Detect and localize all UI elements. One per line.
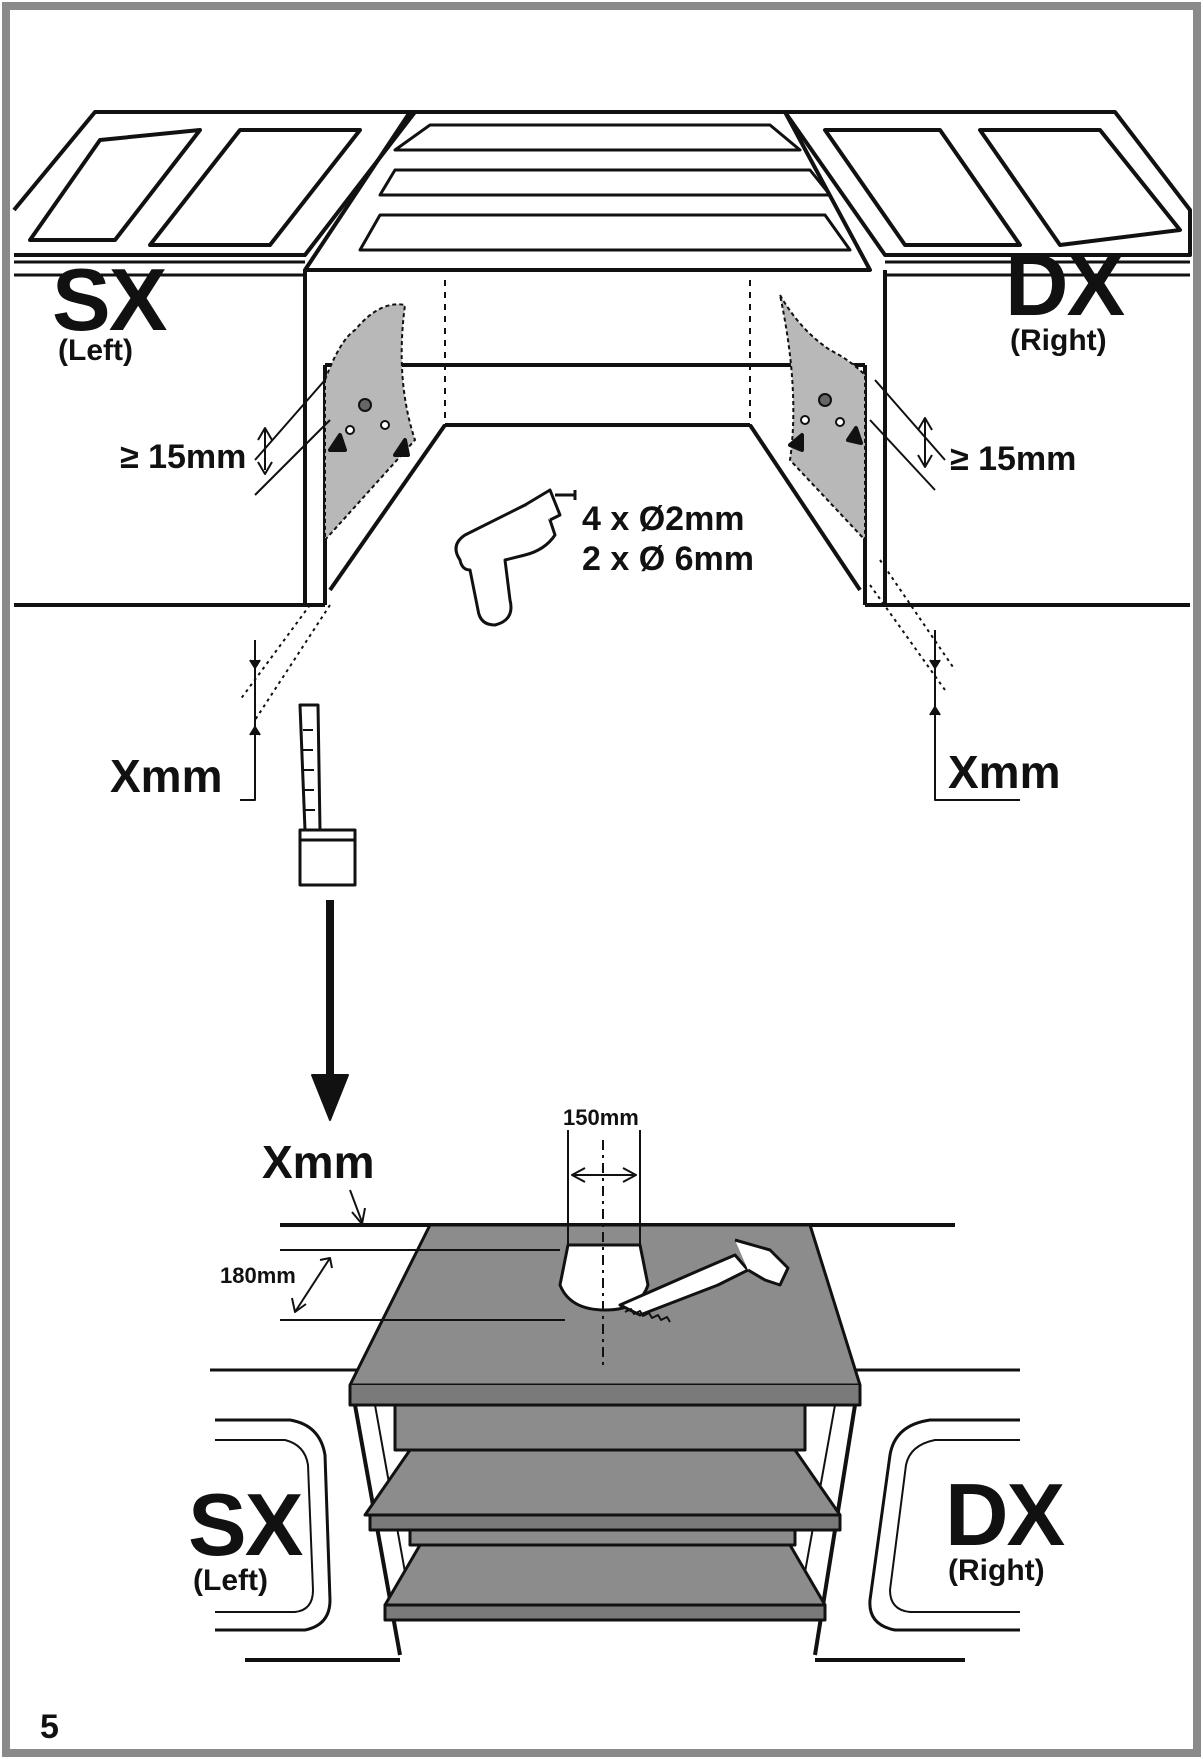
left-fixing-plate <box>324 303 416 541</box>
top-left-side-name: (Left) <box>58 334 133 367</box>
x-leader <box>349 1189 363 1223</box>
drill-icon <box>454 488 577 627</box>
top-illustration <box>12 110 1192 1121</box>
bottom-depth-label: 180mm <box>220 1263 296 1288</box>
bottom-left-side-code: SX <box>188 1475 303 1574</box>
top-min-offset-right: ≥ 15mm <box>950 440 1076 478</box>
oven-cavity-top <box>303 110 872 272</box>
jigsaw-icon <box>618 1238 790 1323</box>
bottom-left-side-name: (Left) <box>193 1564 268 1597</box>
bottom-right-side-name: (Right) <box>948 1554 1045 1587</box>
top-left-side-code: SX <box>52 250 167 349</box>
right-cabinet-doors <box>783 110 1192 277</box>
depth-dimension <box>280 1249 565 1321</box>
right-xmm-projection <box>869 559 1020 801</box>
top-min-offset-left: ≥ 15mm <box>120 438 246 476</box>
left-door-profile <box>215 1418 332 1632</box>
page-number: 5 <box>40 1708 59 1746</box>
left-min-offset-dimension <box>254 379 331 496</box>
width-dimension <box>567 1130 641 1370</box>
left-xmm-projection <box>239 604 331 801</box>
top-drill-spec-2: 2 x Ø 6mm <box>582 540 754 578</box>
cut-out-hole <box>558 1243 650 1312</box>
bottom-illustration <box>210 1130 1020 1662</box>
shelf-4 <box>383 1543 827 1607</box>
down-arrow-icon <box>311 900 349 1121</box>
top-drill-spec-1: 4 x Ø2mm <box>582 500 745 538</box>
top-right-side-name: (Right) <box>1010 324 1107 357</box>
right-min-offset-dimension <box>869 379 946 491</box>
bottom-right-side-code: DX <box>945 1465 1065 1564</box>
top-x-left: Xmm <box>110 750 222 802</box>
top-x-right: Xmm <box>948 746 1060 798</box>
top-right-side-code: DX <box>1005 235 1125 334</box>
bottom-width-label: 150mm <box>563 1105 639 1130</box>
right-door-profile <box>868 1418 1020 1632</box>
built-in-cabinet <box>14 270 1190 607</box>
shelf-2 <box>363 1448 842 1517</box>
shelf-3 <box>408 1528 797 1547</box>
tape-measure-icon <box>298 703 357 887</box>
shelf-1 <box>393 1403 807 1452</box>
bottom-x-label: Xmm <box>262 1136 374 1188</box>
right-fixing-plate <box>779 294 866 541</box>
